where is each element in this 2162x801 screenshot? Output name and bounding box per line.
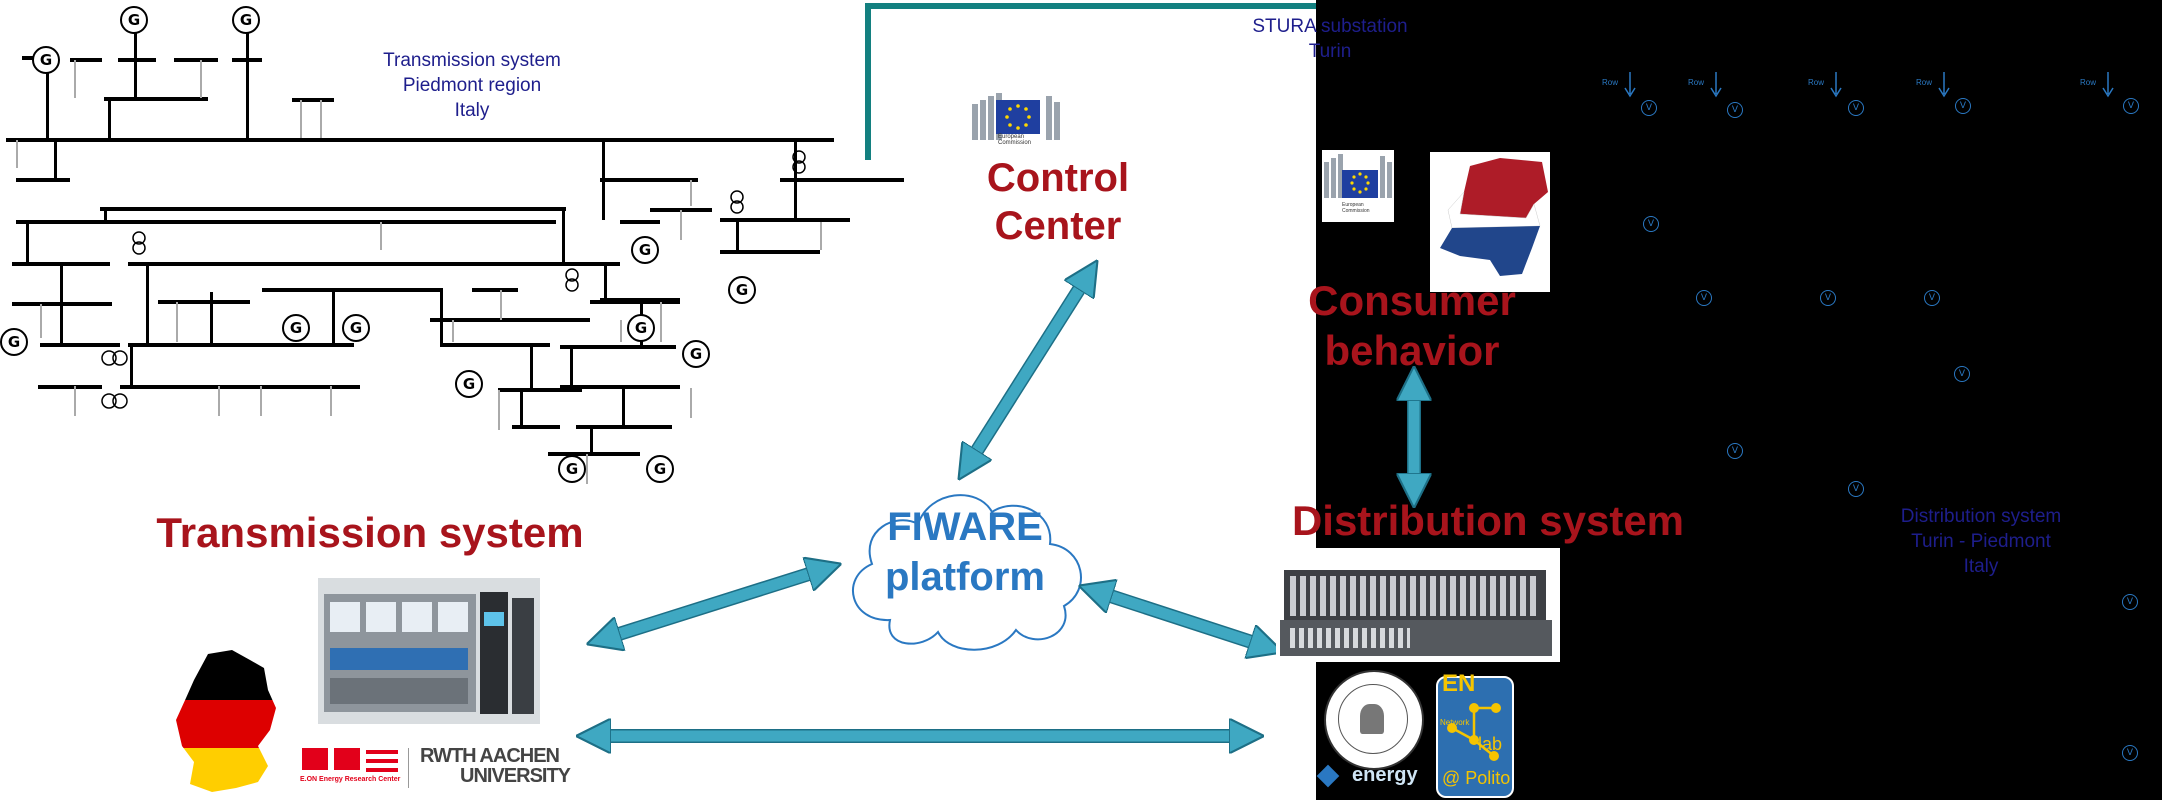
feeder-marker: Row [1916, 72, 1950, 98]
eu-logo-text: Commission [998, 140, 1032, 146]
generator-icon: G [627, 314, 655, 342]
meter-icon: V [1848, 481, 1864, 497]
transformer-icon [101, 350, 128, 366]
en-lab-text: EN [1442, 670, 1476, 697]
feeder-label: Row [1916, 78, 1933, 87]
generator-icon: G [120, 6, 148, 34]
title-line: Control [986, 156, 1130, 200]
substation-name: STURA substation [1252, 16, 1408, 37]
substation-city: Turin [1308, 41, 1352, 62]
eu-logo-text: Commission [1342, 208, 1370, 214]
fiware-platform-node: FIWARE platform [830, 460, 1100, 660]
generator-icon: G [282, 314, 310, 342]
generator-icon: G [342, 314, 370, 342]
feeder-marker: Row [1808, 72, 1842, 98]
meter-icon: V [1955, 98, 1971, 114]
meter-icon: V [2122, 745, 2138, 761]
title-line: Consumer [1308, 277, 1516, 324]
transmission-grid-diagram: G G G G G G G G G G G G G Transmission s… [0, 0, 920, 490]
rwth-logo-text: RWTH AACHEN [420, 745, 560, 767]
transmission-system-title: Transmission system [156, 509, 584, 556]
transformer-icon [792, 150, 806, 174]
en-lab-text: Network [1440, 718, 1470, 727]
generator-icon: G [455, 370, 483, 398]
arrow-down-icon [1624, 72, 1636, 98]
generator-icon: G [232, 6, 260, 34]
meter-icon: V [1820, 290, 1836, 306]
en-lab-text: lab [1478, 734, 1503, 754]
distribution-network-panel [1316, 0, 2162, 800]
generator-icon: G [558, 455, 586, 483]
generator-icon: G [631, 236, 659, 264]
arrow-down-icon [1938, 72, 1950, 98]
logo-divider [408, 748, 409, 788]
generator-icon: G [728, 276, 756, 304]
caption-line: Piedmont region [402, 75, 542, 96]
transformer-icon [565, 268, 579, 292]
caption-line: Transmission system [383, 50, 561, 71]
feeder-label: Row [2080, 78, 2097, 87]
meter-icon: V [2122, 594, 2138, 610]
eon-logo-text: E.ON Energy Research Center [300, 776, 401, 783]
distribution-system-title: Distribution system [1291, 497, 1685, 544]
caption-line: Italy [1963, 556, 1999, 577]
en-lab-text: @ Polito [1442, 768, 1511, 788]
eon-erc-logo: E.ON Energy Research Center [300, 748, 408, 788]
arrow-down-icon [1710, 72, 1722, 98]
eu-logo-text: European [998, 134, 1025, 140]
polito-energy-logo: energy [1316, 764, 1430, 790]
feeder-marker: Row [1688, 72, 1722, 98]
transformer-icon [101, 393, 128, 409]
feeder-label: Row [1602, 78, 1619, 87]
germany-map [172, 650, 282, 796]
generator-icon: G [32, 46, 60, 74]
feeder-marker: Row [2080, 72, 2114, 98]
opal-rt-simulator-image [1276, 548, 1560, 662]
fiware-label: FIWARE [887, 505, 1043, 549]
cloud-icon [852, 494, 1082, 651]
transformer-icon [132, 231, 146, 255]
feeder-marker: Row [1602, 72, 1636, 98]
consumer-behavior-title: Consumer behavior [1272, 276, 1552, 377]
rwth-logo-text: UNIVERSITY [460, 765, 571, 787]
polito-seal-logo [1324, 670, 1424, 770]
arrow-down-icon [2102, 72, 2114, 98]
meter-icon: V [1848, 100, 1864, 116]
meter-icon: V [1954, 366, 1970, 382]
rwth-logo: RWTH AACHEN UNIVERSITY [420, 745, 571, 790]
eu-commission-logo: European Commission [1322, 150, 1394, 222]
meter-icon: V [1924, 290, 1940, 306]
meter-icon: V [1696, 290, 1712, 306]
en-lab-logo: EN Network lab @ Polito [1436, 670, 1514, 798]
caption-line: Distribution system [1900, 506, 2062, 527]
energy-logo-text: energy [1352, 764, 1418, 786]
generator-icon: G [646, 455, 674, 483]
generator-icon: G [0, 328, 28, 356]
eu-commission-logo: European Commission [968, 90, 1068, 146]
arrow-down-icon [1830, 72, 1842, 98]
feeder-label: Row [1808, 78, 1825, 87]
fiware-label: platform [885, 555, 1045, 599]
meter-icon: V [1641, 100, 1657, 116]
caption-line: Turin - Piedmont [1911, 531, 2051, 552]
caption-line: Italy [454, 100, 490, 121]
meter-icon: V [2123, 98, 2139, 114]
eu-logo-text: European [1342, 202, 1364, 208]
distribution-map-caption: Distribution system Turin - Piedmont Ita… [1866, 504, 2096, 579]
generator-icon: G [682, 340, 710, 368]
netherlands-map [1430, 152, 1550, 292]
meter-icon: V [1727, 102, 1743, 118]
title-line: Center [994, 204, 1122, 248]
control-center-title: Control Center [948, 154, 1168, 250]
meter-icon: V [1727, 443, 1743, 459]
rtds-simulator-image [318, 578, 540, 724]
feeder-label: Row [1688, 78, 1705, 87]
transformer-icon [730, 190, 744, 214]
substation-label: STURA substation Turin [1240, 14, 1420, 64]
meter-icon: V [1643, 216, 1659, 232]
transmission-map-caption: Transmission system Piedmont region Ital… [362, 48, 582, 123]
